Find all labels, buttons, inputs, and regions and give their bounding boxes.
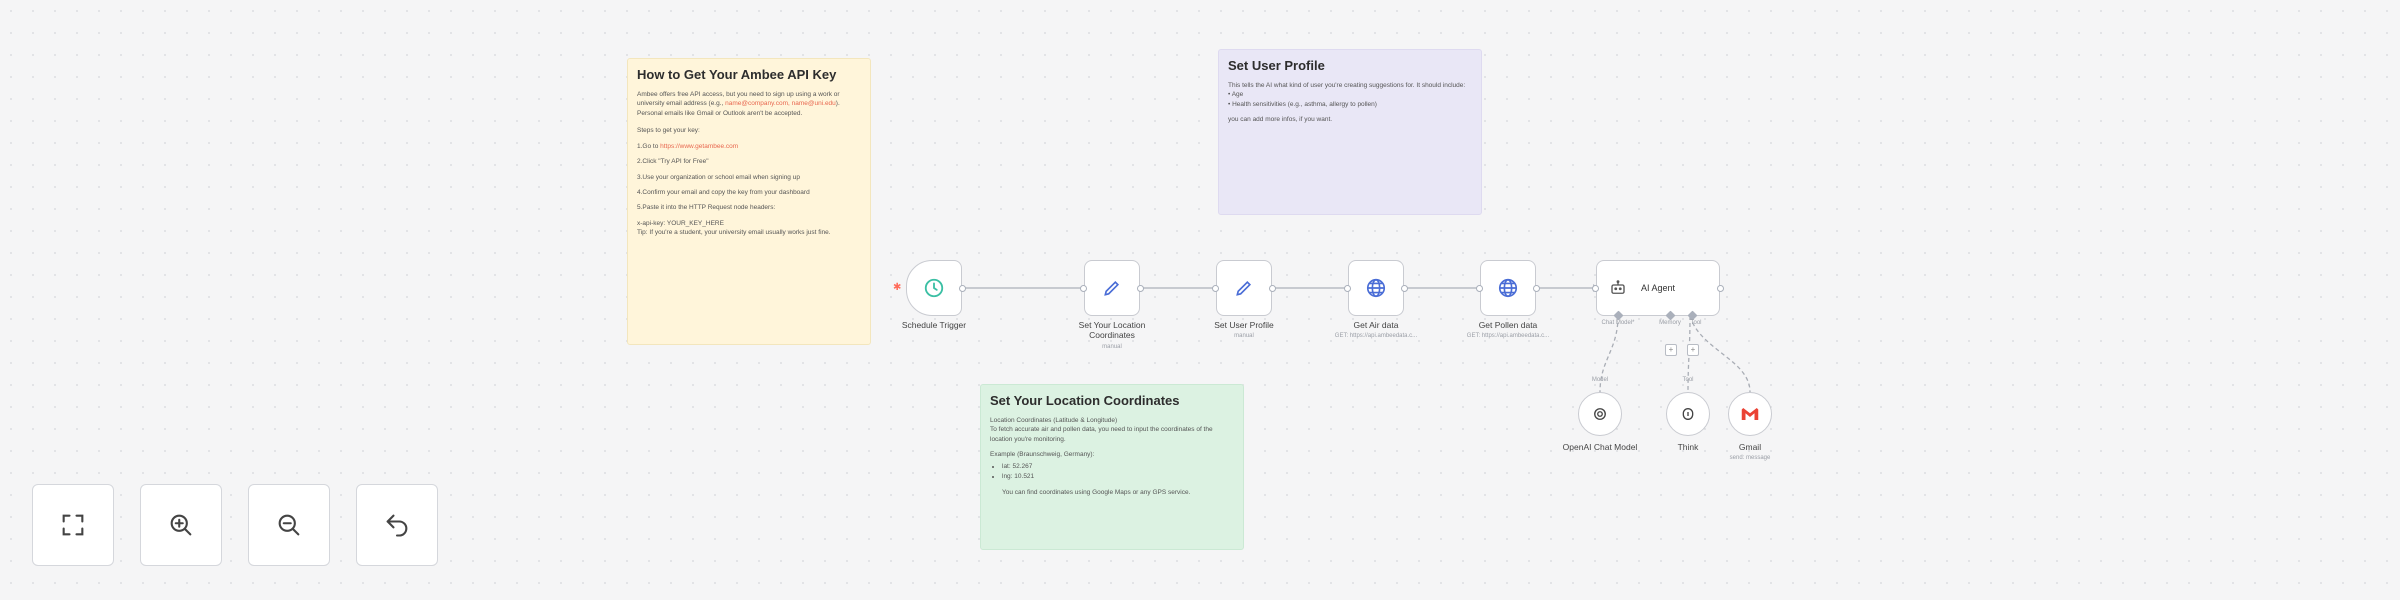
edge-label-tool: Tool	[1682, 377, 1694, 383]
input-port[interactable]	[1476, 285, 1483, 292]
sticky-text: 5.Paste it into the HTTP Request node he…	[637, 204, 776, 212]
fit-view-icon	[62, 514, 84, 536]
output-port[interactable]	[959, 285, 966, 292]
node-gmail[interactable]	[1728, 392, 1772, 436]
reset-zoom-button[interactable]	[356, 484, 438, 566]
zoom-out-button[interactable]	[248, 484, 330, 566]
sticky-text: 1.Go to https://www.getambee.com	[637, 142, 739, 150]
sticky-title: Set User Profile	[1228, 58, 1325, 73]
edge-agent-gmail	[1689, 315, 1751, 393]
coordinate-lat: lat: 52.267	[1002, 462, 1234, 472]
output-port[interactable]	[1717, 285, 1724, 292]
node-label: OpenAI Chat Model	[1562, 442, 1638, 452]
node-subtitle: send: message	[1729, 455, 1771, 461]
node-think[interactable]	[1666, 392, 1710, 436]
think-icon	[1682, 408, 1694, 420]
node-label: Set Your Location Coordinates	[1078, 320, 1146, 341]
sticky-note-user-profile[interactable]: Set User Profile This tells the AI what …	[1218, 49, 1482, 215]
output-port[interactable]	[1269, 285, 1276, 292]
sticky-text: 3.Use your organization or school email …	[637, 173, 800, 181]
sticky-text: Example (Braunschweig, Germany):	[990, 451, 1095, 459]
node-set-location[interactable]	[1080, 260, 1144, 316]
node-subtitle: manual	[1102, 344, 1122, 350]
node-get-air-data[interactable]	[1344, 260, 1408, 316]
sticky-text: 2.Click "Try API for Free"	[637, 158, 709, 166]
coordinate-list: lat: 52.267 lng: 10.521	[990, 462, 1234, 483]
port-label-memory: Memory	[1659, 320, 1681, 326]
gmail-icon	[1741, 408, 1759, 420]
ambee-link[interactable]: https://www.getambee.com	[660, 142, 739, 150]
add-memory-button[interactable]: +	[1665, 344, 1677, 356]
globe-icon	[1498, 278, 1518, 298]
coordinate-lng: lng: 10.521	[1002, 472, 1234, 482]
node-label: Get Air data	[1353, 320, 1399, 330]
node-subtitle: manual	[1234, 333, 1254, 339]
openai-icon	[1594, 408, 1606, 420]
pencil-icon	[1104, 280, 1120, 296]
input-port[interactable]	[1212, 285, 1219, 292]
output-port[interactable]	[1533, 285, 1540, 292]
node-label: Think	[1677, 442, 1699, 452]
port-label-tool: Tool	[1690, 320, 1702, 326]
node-openai-chat-model[interactable]	[1578, 392, 1622, 436]
node-label: AI Agent	[1641, 283, 1676, 293]
sticky-text: Tip: If you're a student, your universit…	[637, 229, 831, 237]
sticky-title: Set Your Location Coordinates	[990, 393, 1180, 408]
node-subtitle: GET: https://api.ambeedata.c...	[1334, 333, 1418, 339]
robot-icon	[1611, 280, 1625, 294]
undo-icon	[386, 514, 408, 537]
sticky-note-location[interactable]: Set Your Location Coordinates Location C…	[980, 384, 1244, 550]
node-ai-agent[interactable]: AI Agent	[1592, 260, 1724, 321]
sticky-text: Location Coordinates (Latitude & Longitu…	[990, 417, 1213, 443]
input-port[interactable]	[1080, 285, 1087, 292]
output-port[interactable]	[1137, 285, 1144, 292]
sticky-note-ambee-api-key[interactable]: How to Get Your Ambee API Key Ambee offe…	[627, 58, 871, 345]
node-set-user-profile[interactable]	[1212, 260, 1276, 316]
node-subtitle: GET: https://api.ambeedata.c...	[1466, 333, 1550, 339]
sticky-text: x-api-key: YOUR_KEY_HERE	[637, 219, 724, 227]
pencil-icon	[1236, 280, 1252, 296]
edge-agent-openai	[1599, 315, 1619, 393]
sticky-text: Ambee offers free API access, but you ne…	[637, 91, 840, 117]
zoom-out-icon	[278, 514, 300, 536]
node-get-pollen-data[interactable]	[1476, 260, 1540, 316]
trigger-indicator-icon: ✱	[893, 282, 902, 293]
node-schedule-trigger[interactable]	[906, 260, 966, 316]
zoom-in-button[interactable]	[140, 484, 222, 566]
node-label: Gmail	[1738, 442, 1762, 452]
sticky-title: How to Get Your Ambee API Key	[637, 67, 837, 82]
port-label-chat-model: Chat Model*	[1601, 320, 1635, 326]
sticky-text: You can find coordinates using Google Ma…	[1002, 489, 1191, 497]
clock-icon	[924, 278, 944, 298]
sticky-text: you can add more infos, if you want.	[1228, 116, 1333, 124]
sticky-text: This tells the AI what kind of user you'…	[1228, 82, 1466, 108]
sticky-text: Steps to get your key:	[637, 127, 700, 135]
edge-label-model: Model	[1591, 377, 1609, 383]
node-label: Get Pollen data	[1478, 320, 1538, 330]
sticky-text: 4.Confirm your email and copy the key fr…	[637, 188, 810, 196]
fit-view-button[interactable]	[32, 484, 114, 566]
add-tool-button[interactable]: +	[1687, 344, 1699, 356]
globe-icon	[1366, 278, 1386, 298]
node-label: Schedule Trigger	[901, 320, 967, 330]
input-port[interactable]	[1344, 285, 1351, 292]
zoom-in-icon	[170, 514, 192, 536]
output-port[interactable]	[1401, 285, 1408, 292]
input-port[interactable]	[1592, 285, 1599, 292]
node-label: Set User Profile	[1214, 320, 1274, 330]
